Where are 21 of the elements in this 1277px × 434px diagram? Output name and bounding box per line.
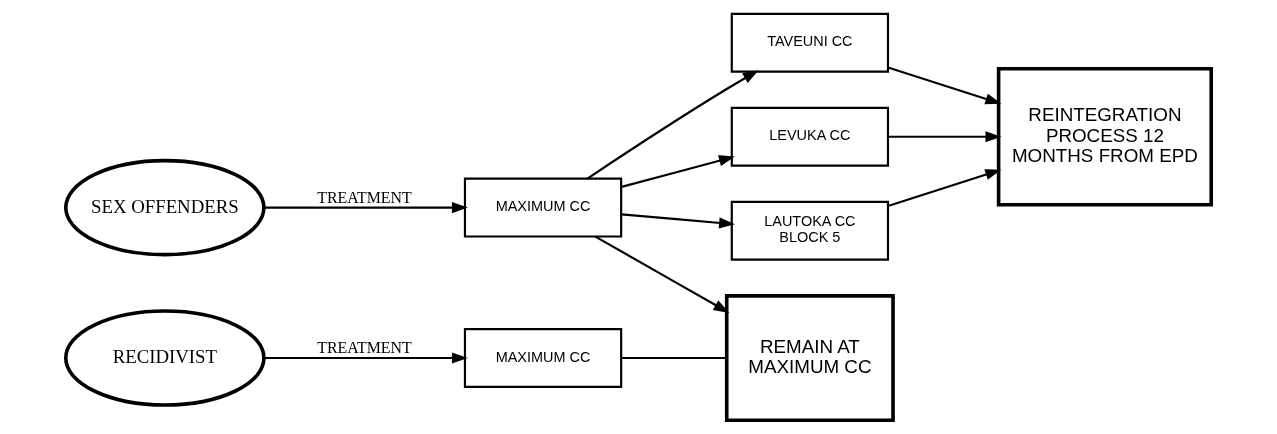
node-box: LAUTOKA CC BLOCK 5 bbox=[730, 200, 890, 261]
arrow bbox=[621, 155, 735, 188]
node-box: MAXIMUM CC bbox=[463, 328, 623, 388]
arrow bbox=[887, 169, 1002, 208]
arrow bbox=[887, 66, 1002, 105]
arrow bbox=[263, 352, 468, 364]
node-box: REINTEGRATION PROCESS 12 MONTHS FROM EPD bbox=[996, 66, 1214, 207]
node-box: TAVEUNI CC bbox=[730, 12, 890, 73]
node-ellipse: RECIDIVIST bbox=[64, 309, 266, 407]
node-ellipse: SEX OFFENDERS bbox=[64, 158, 266, 257]
arrow bbox=[586, 70, 759, 180]
connector bbox=[621, 356, 727, 360]
edge-label: TREATMENT bbox=[317, 188, 412, 206]
node-box: REMAIN AT MAXIMUM CC bbox=[724, 294, 895, 422]
node-box: MAXIMUM CC bbox=[463, 177, 623, 238]
node-box: LEVUKA CC bbox=[730, 106, 890, 167]
arrow bbox=[594, 235, 730, 313]
edge-label: TREATMENT bbox=[317, 339, 412, 357]
arrow bbox=[263, 202, 468, 214]
arrow bbox=[621, 213, 735, 229]
arrow bbox=[888, 131, 1002, 143]
